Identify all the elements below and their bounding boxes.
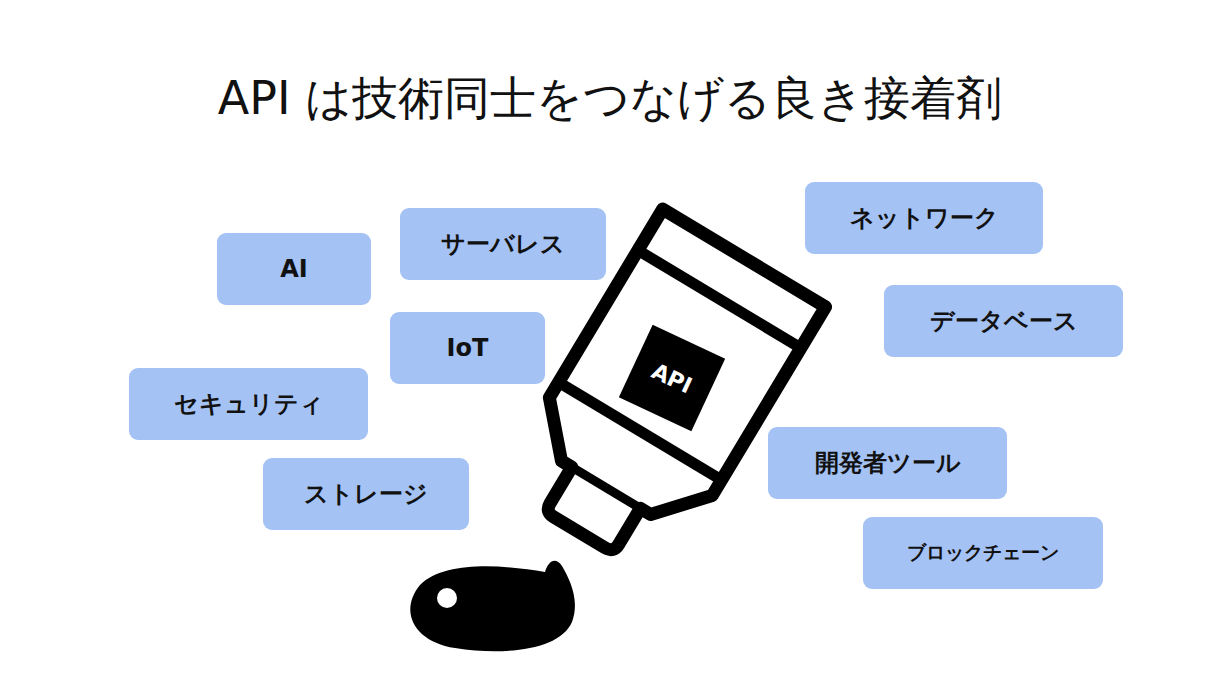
node-label: ブロックチェーン <box>907 540 1059 566</box>
node-label: セキュリティ <box>174 388 324 420</box>
node-label: 開発者ツール <box>815 447 961 479</box>
tech-tag-box: ネットワーク <box>805 182 1043 254</box>
tube-neck-line <box>562 461 651 515</box>
glue-blob <box>410 561 575 651</box>
node-label: ネットワーク <box>850 202 999 234</box>
diagram-title: API は技術同士をつなげる良き接着剤 <box>0 68 1220 130</box>
tech-tag-box: サーバレス <box>400 208 606 280</box>
glue-highlight <box>437 588 457 608</box>
tech-tag-box: AI <box>217 233 371 305</box>
tech-tag-box: IoT <box>390 312 545 384</box>
node-label: IoT <box>447 334 489 362</box>
tech-tag-box: ブロックチェーン <box>863 517 1103 589</box>
node-label: データベース <box>930 305 1078 337</box>
node-label: API <box>648 358 696 398</box>
node-label: ストレージ <box>304 478 428 510</box>
tech-tag-box: 開発者ツール <box>768 427 1007 499</box>
node-label: サーバレス <box>441 228 565 260</box>
node-label: AI <box>280 255 308 283</box>
tech-tag-box: ストレージ <box>263 458 469 530</box>
tech-tag-box: セキュリティ <box>129 368 368 440</box>
tech-tag-box: データベース <box>884 285 1123 357</box>
